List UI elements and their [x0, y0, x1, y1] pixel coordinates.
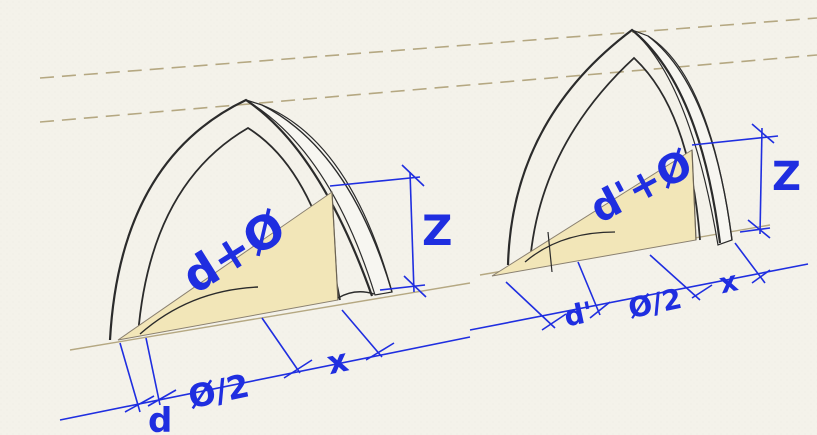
left-d-label: d [148, 401, 172, 435]
right-dimensions [469, 123, 809, 331]
left-dimensions [59, 164, 471, 421]
right-arch [491, 28, 733, 277]
right-height-label: Z [772, 154, 801, 200]
left-arch [108, 98, 393, 341]
left-height-label: Z [422, 206, 452, 255]
right-d-label: d' [561, 295, 596, 333]
guide-lines [39, 17, 817, 123]
